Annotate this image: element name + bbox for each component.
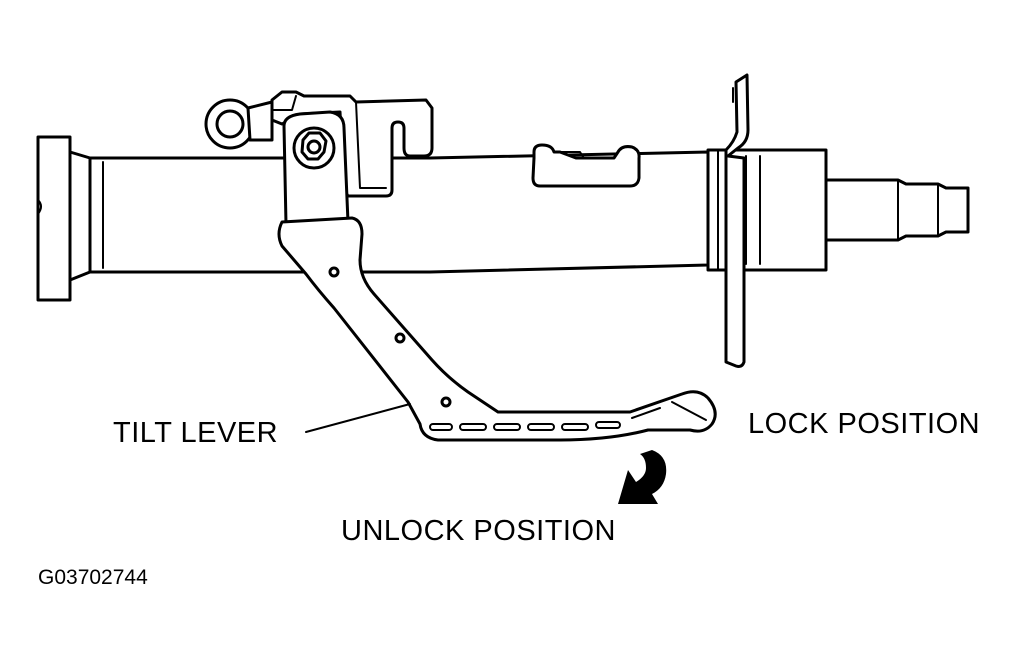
curved-arrow-down-icon xyxy=(618,450,667,504)
unlock-position-label: UNLOCK POSITION xyxy=(341,515,616,547)
tilt-lever xyxy=(277,216,717,442)
lever-arm-upper xyxy=(282,110,350,226)
tilt-lever-label: TILT LEVER xyxy=(113,417,279,449)
top-bracket xyxy=(531,143,641,188)
figure-code: G03702744 xyxy=(38,566,148,589)
lock-position-label: LOCK POSITION xyxy=(748,408,981,440)
tilt-mechanism xyxy=(270,90,434,198)
steering-shaft xyxy=(824,178,970,242)
pivot-ring xyxy=(204,98,274,150)
lever-grip-slots xyxy=(429,401,707,431)
mounting-plate xyxy=(724,73,750,368)
tilt-lever-leader-line xyxy=(305,403,411,433)
